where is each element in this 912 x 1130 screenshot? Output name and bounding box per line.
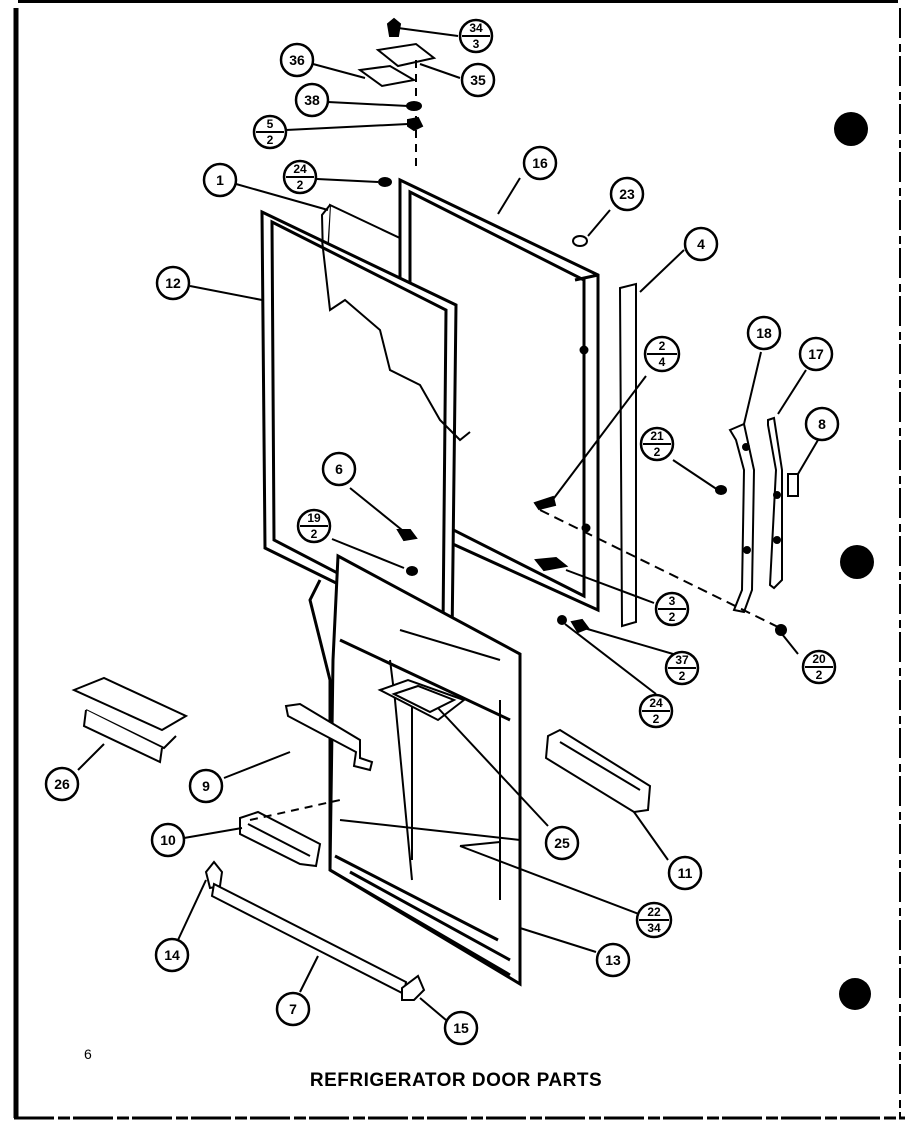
callout-23: 23: [609, 176, 645, 212]
shelf-bin: [71, 676, 189, 764]
callout-16: 16: [522, 145, 558, 181]
callout-1: 1: [202, 162, 238, 198]
svg-text:23: 23: [619, 186, 635, 202]
svg-text:18: 18: [756, 325, 772, 341]
svg-text:20: 20: [812, 652, 826, 666]
svg-text:11: 11: [678, 865, 693, 881]
outer-door-panel: [308, 553, 522, 987]
door-handle: [715, 416, 799, 636]
callout-7: 7: [275, 991, 311, 1027]
trim-strip: [618, 282, 637, 628]
svg-text:2: 2: [659, 339, 666, 353]
binder-hole: [840, 545, 874, 579]
svg-text:24: 24: [649, 696, 663, 710]
callout-26: 26: [44, 766, 80, 802]
callout-20-2: 20 2: [801, 649, 837, 685]
callout-2-4: 2 4: [643, 335, 681, 373]
callout-6: 6: [321, 451, 357, 487]
svg-text:3: 3: [473, 37, 480, 51]
svg-text:2: 2: [311, 527, 318, 541]
callout-3-2: 3 2: [654, 591, 690, 627]
rail: [544, 728, 652, 814]
callout-24-2-top: 24 2: [282, 159, 318, 195]
callout-11: 11: [667, 855, 703, 891]
svg-text:4: 4: [659, 355, 666, 369]
svg-text:15: 15: [453, 1020, 469, 1036]
svg-text:21: 21: [650, 429, 664, 443]
callout-34-3: 34 3: [458, 18, 494, 54]
svg-text:22: 22: [647, 905, 661, 919]
callout-15: 15: [443, 1010, 479, 1046]
svg-text:1: 1: [216, 172, 224, 188]
callout-35: 35: [460, 62, 496, 98]
svg-text:5: 5: [267, 117, 274, 131]
kick-plate: [204, 860, 426, 1001]
callout-5-2: 5 2: [252, 114, 288, 150]
callout-25: 25: [544, 825, 580, 861]
page-number: 6: [84, 1046, 92, 1062]
svg-text:38: 38: [304, 92, 320, 108]
svg-text:25: 25: [554, 835, 570, 851]
svg-text:3: 3: [669, 594, 676, 608]
leader-lines: [77, 27, 819, 1021]
svg-text:2: 2: [669, 610, 676, 624]
svg-text:16: 16: [532, 155, 548, 171]
svg-text:24: 24: [293, 162, 307, 176]
callout-13: 13: [595, 942, 631, 978]
callout-19-2: 19 2: [296, 508, 332, 544]
svg-text:35: 35: [470, 72, 486, 88]
svg-text:19: 19: [307, 511, 321, 525]
binder-hole: [834, 112, 868, 146]
svg-text:13: 13: [605, 952, 621, 968]
svg-text:26: 26: [54, 776, 70, 792]
callout-10: 10: [150, 822, 186, 858]
callout-17: 17: [798, 336, 834, 372]
svg-text:36: 36: [289, 52, 305, 68]
svg-text:8: 8: [818, 416, 826, 432]
svg-text:37: 37: [675, 653, 689, 667]
callout-36: 36: [279, 42, 315, 78]
svg-text:10: 10: [160, 832, 176, 848]
callout-22-34: 22 34: [635, 901, 673, 939]
diagram-title: REFRIGERATOR DOOR PARTS: [309, 1070, 603, 1091]
svg-text:34: 34: [469, 21, 483, 35]
svg-text:17: 17: [808, 346, 824, 362]
callout-24-2-bottom: 24 2: [638, 693, 674, 729]
callout-14: 14: [154, 937, 190, 973]
callout-9: 9: [188, 768, 224, 804]
callout-37-2: 37 2: [664, 650, 700, 686]
binder-hole: [839, 978, 871, 1010]
svg-text:2: 2: [816, 668, 823, 682]
svg-text:7: 7: [289, 1001, 297, 1017]
svg-text:2: 2: [654, 445, 661, 459]
bracket: [284, 702, 374, 772]
callout-18: 18: [746, 315, 782, 351]
callout-8: 8: [804, 406, 840, 442]
svg-text:12: 12: [165, 275, 181, 291]
svg-text:2: 2: [267, 133, 274, 147]
svg-text:6: 6: [335, 461, 343, 477]
dispenser-cover: [239, 810, 322, 868]
svg-text:14: 14: [164, 947, 180, 963]
svg-text:34: 34: [647, 921, 661, 935]
callout-38: 38: [294, 82, 330, 118]
top-hinge-assembly: [357, 17, 437, 187]
svg-text:2: 2: [679, 669, 686, 683]
svg-text:2: 2: [297, 178, 304, 192]
svg-text:2: 2: [653, 712, 660, 726]
callout-12: 12: [155, 265, 191, 301]
svg-text:4: 4: [697, 236, 705, 252]
callout-21-2: 21 2: [639, 426, 675, 462]
svg-text:9: 9: [202, 778, 210, 794]
callout-4: 4: [683, 226, 719, 262]
